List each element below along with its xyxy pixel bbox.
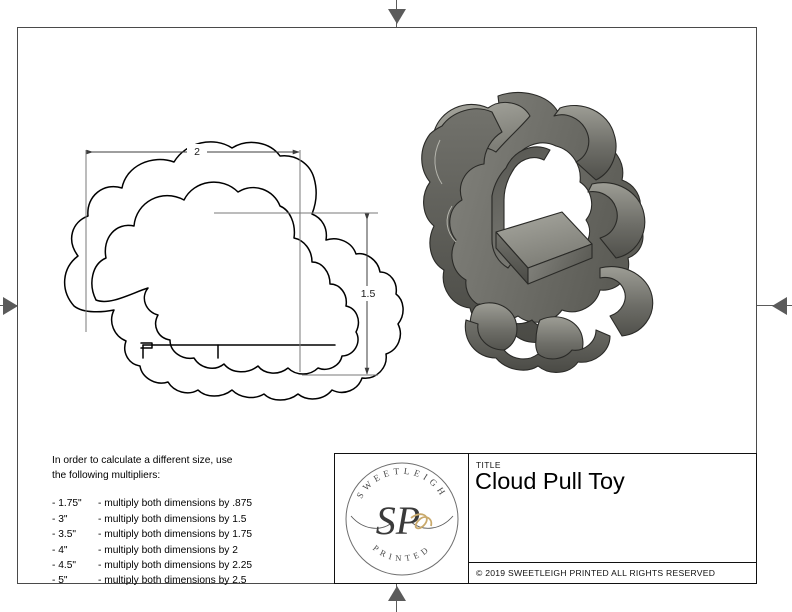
center-mark-right-icon — [772, 297, 787, 315]
logo-flourish-right — [410, 515, 453, 529]
multiplier-row: - 3.5" - multiply both dimensions by 1.7… — [52, 527, 327, 542]
sweetleigh-printed-logo-icon: SWEETLEIGH PRINTED SP — [345, 462, 458, 575]
copyright-bar: © 2019 SWEETLEIGH PRINTED ALL RIGHTS RES… — [469, 562, 756, 583]
multiplier-text: - multiply both dimensions by 2.25 — [98, 560, 253, 572]
title-info-cell: TITLE Cloud Pull Toy © 2019 SWEETLEIGH P… — [469, 454, 756, 583]
center-mark-top-icon — [388, 9, 406, 24]
multiplier-text: - multiply both dimensions by 1.5 — [98, 513, 247, 525]
multiplier-size: - 3" — [52, 513, 68, 525]
multiplier-text: - multiply both dimensions by .875 — [98, 498, 253, 510]
logo-gold-accent — [409, 512, 432, 529]
multiplier-size: - 1.75" — [52, 498, 82, 510]
multiplier-row: - 4.5" - multiply both dimensions by 2.2… — [52, 558, 327, 573]
center-mark-left-icon — [3, 297, 18, 315]
multiplier-row: - 5" - multiply both dimensions by 2.5 — [52, 573, 327, 588]
center-mark-bottom-icon — [388, 586, 406, 601]
multiplier-size: - 3.5" — [52, 529, 77, 541]
logo-bottom-arc-text: PRINTED — [370, 542, 432, 562]
multiplier-text: - multiply both dimensions by 1.75 — [98, 529, 253, 541]
multiplier-row: - 1.75" - multiply both dimensions by .8… — [52, 496, 327, 511]
notes-intro-text: In order to calculate a different size, … — [52, 455, 233, 482]
multiplier-row: - 4" - multiply both dimensions by 2 — [52, 543, 327, 558]
multiplier-size: - 4.5" — [52, 560, 77, 572]
size-multiplier-notes: In order to calculate a different size, … — [52, 453, 327, 589]
logo-top-arc-text: SWEETLEIGH — [354, 465, 449, 499]
logo-flourish-left — [350, 515, 393, 529]
multiplier-size: - 4" — [52, 544, 68, 556]
multiplier-row: - 3" - multiply both dimensions by 1.5 — [52, 512, 327, 527]
multiplier-text: - multiply both dimensions by 2.5 — [98, 575, 247, 587]
title-field-label: TITLE — [476, 460, 501, 470]
title-block: SWEETLEIGH PRINTED SP TITLE Cloud Pull T… — [334, 453, 757, 584]
multiplier-size: - 5" — [52, 575, 68, 587]
logo-monogram: SP — [375, 498, 419, 543]
part-title-value: Cloud Pull Toy — [475, 468, 625, 494]
copyright-text: © 2019 SWEETLEIGH PRINTED ALL RIGHTS RES… — [476, 568, 716, 578]
multiplier-text: - multiply both dimensions by 2 — [98, 544, 238, 556]
logo-cell: SWEETLEIGH PRINTED SP — [335, 454, 469, 583]
